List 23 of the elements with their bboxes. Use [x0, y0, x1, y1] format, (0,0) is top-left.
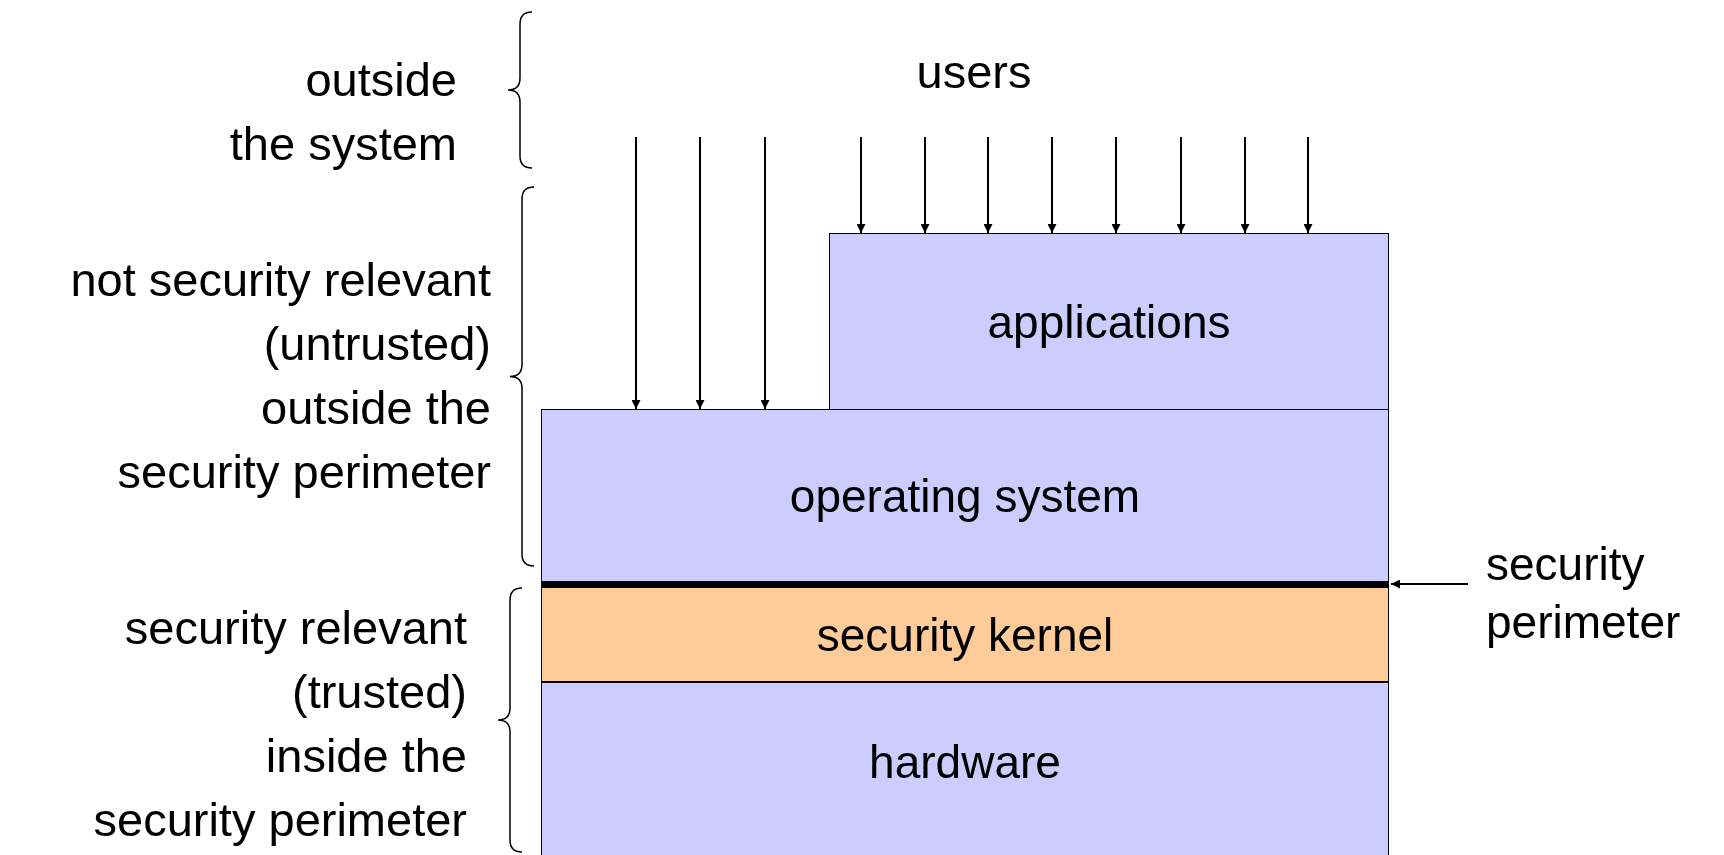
layer-box: applications	[829, 233, 1389, 410]
layer-box: hardware	[541, 682, 1389, 855]
arrow	[1047, 136, 1057, 234]
side-label: security relevant (trusted)	[123, 600, 467, 720]
leader-arrow	[1390, 579, 1469, 589]
callout-label: security perimeter	[1486, 535, 1716, 651]
arrow	[856, 136, 866, 234]
arrow	[760, 136, 770, 410]
arrow	[1240, 136, 1250, 234]
arrow	[920, 136, 930, 234]
arrow	[631, 136, 641, 410]
side-label: users	[915, 44, 1033, 100]
arrow	[983, 136, 993, 234]
layer-box: security kernel	[541, 587, 1389, 682]
arrow	[695, 136, 705, 410]
side-label: inside the security perimeter	[92, 728, 467, 848]
side-label: not security relevant (untrusted)	[69, 252, 491, 372]
arrow	[1111, 136, 1121, 234]
side-label: outside the security perimeter	[116, 380, 491, 500]
arrow	[1176, 136, 1186, 234]
layer-box: operating system	[541, 409, 1389, 582]
side-label: outside the system	[228, 52, 457, 172]
arrow	[1303, 136, 1313, 234]
